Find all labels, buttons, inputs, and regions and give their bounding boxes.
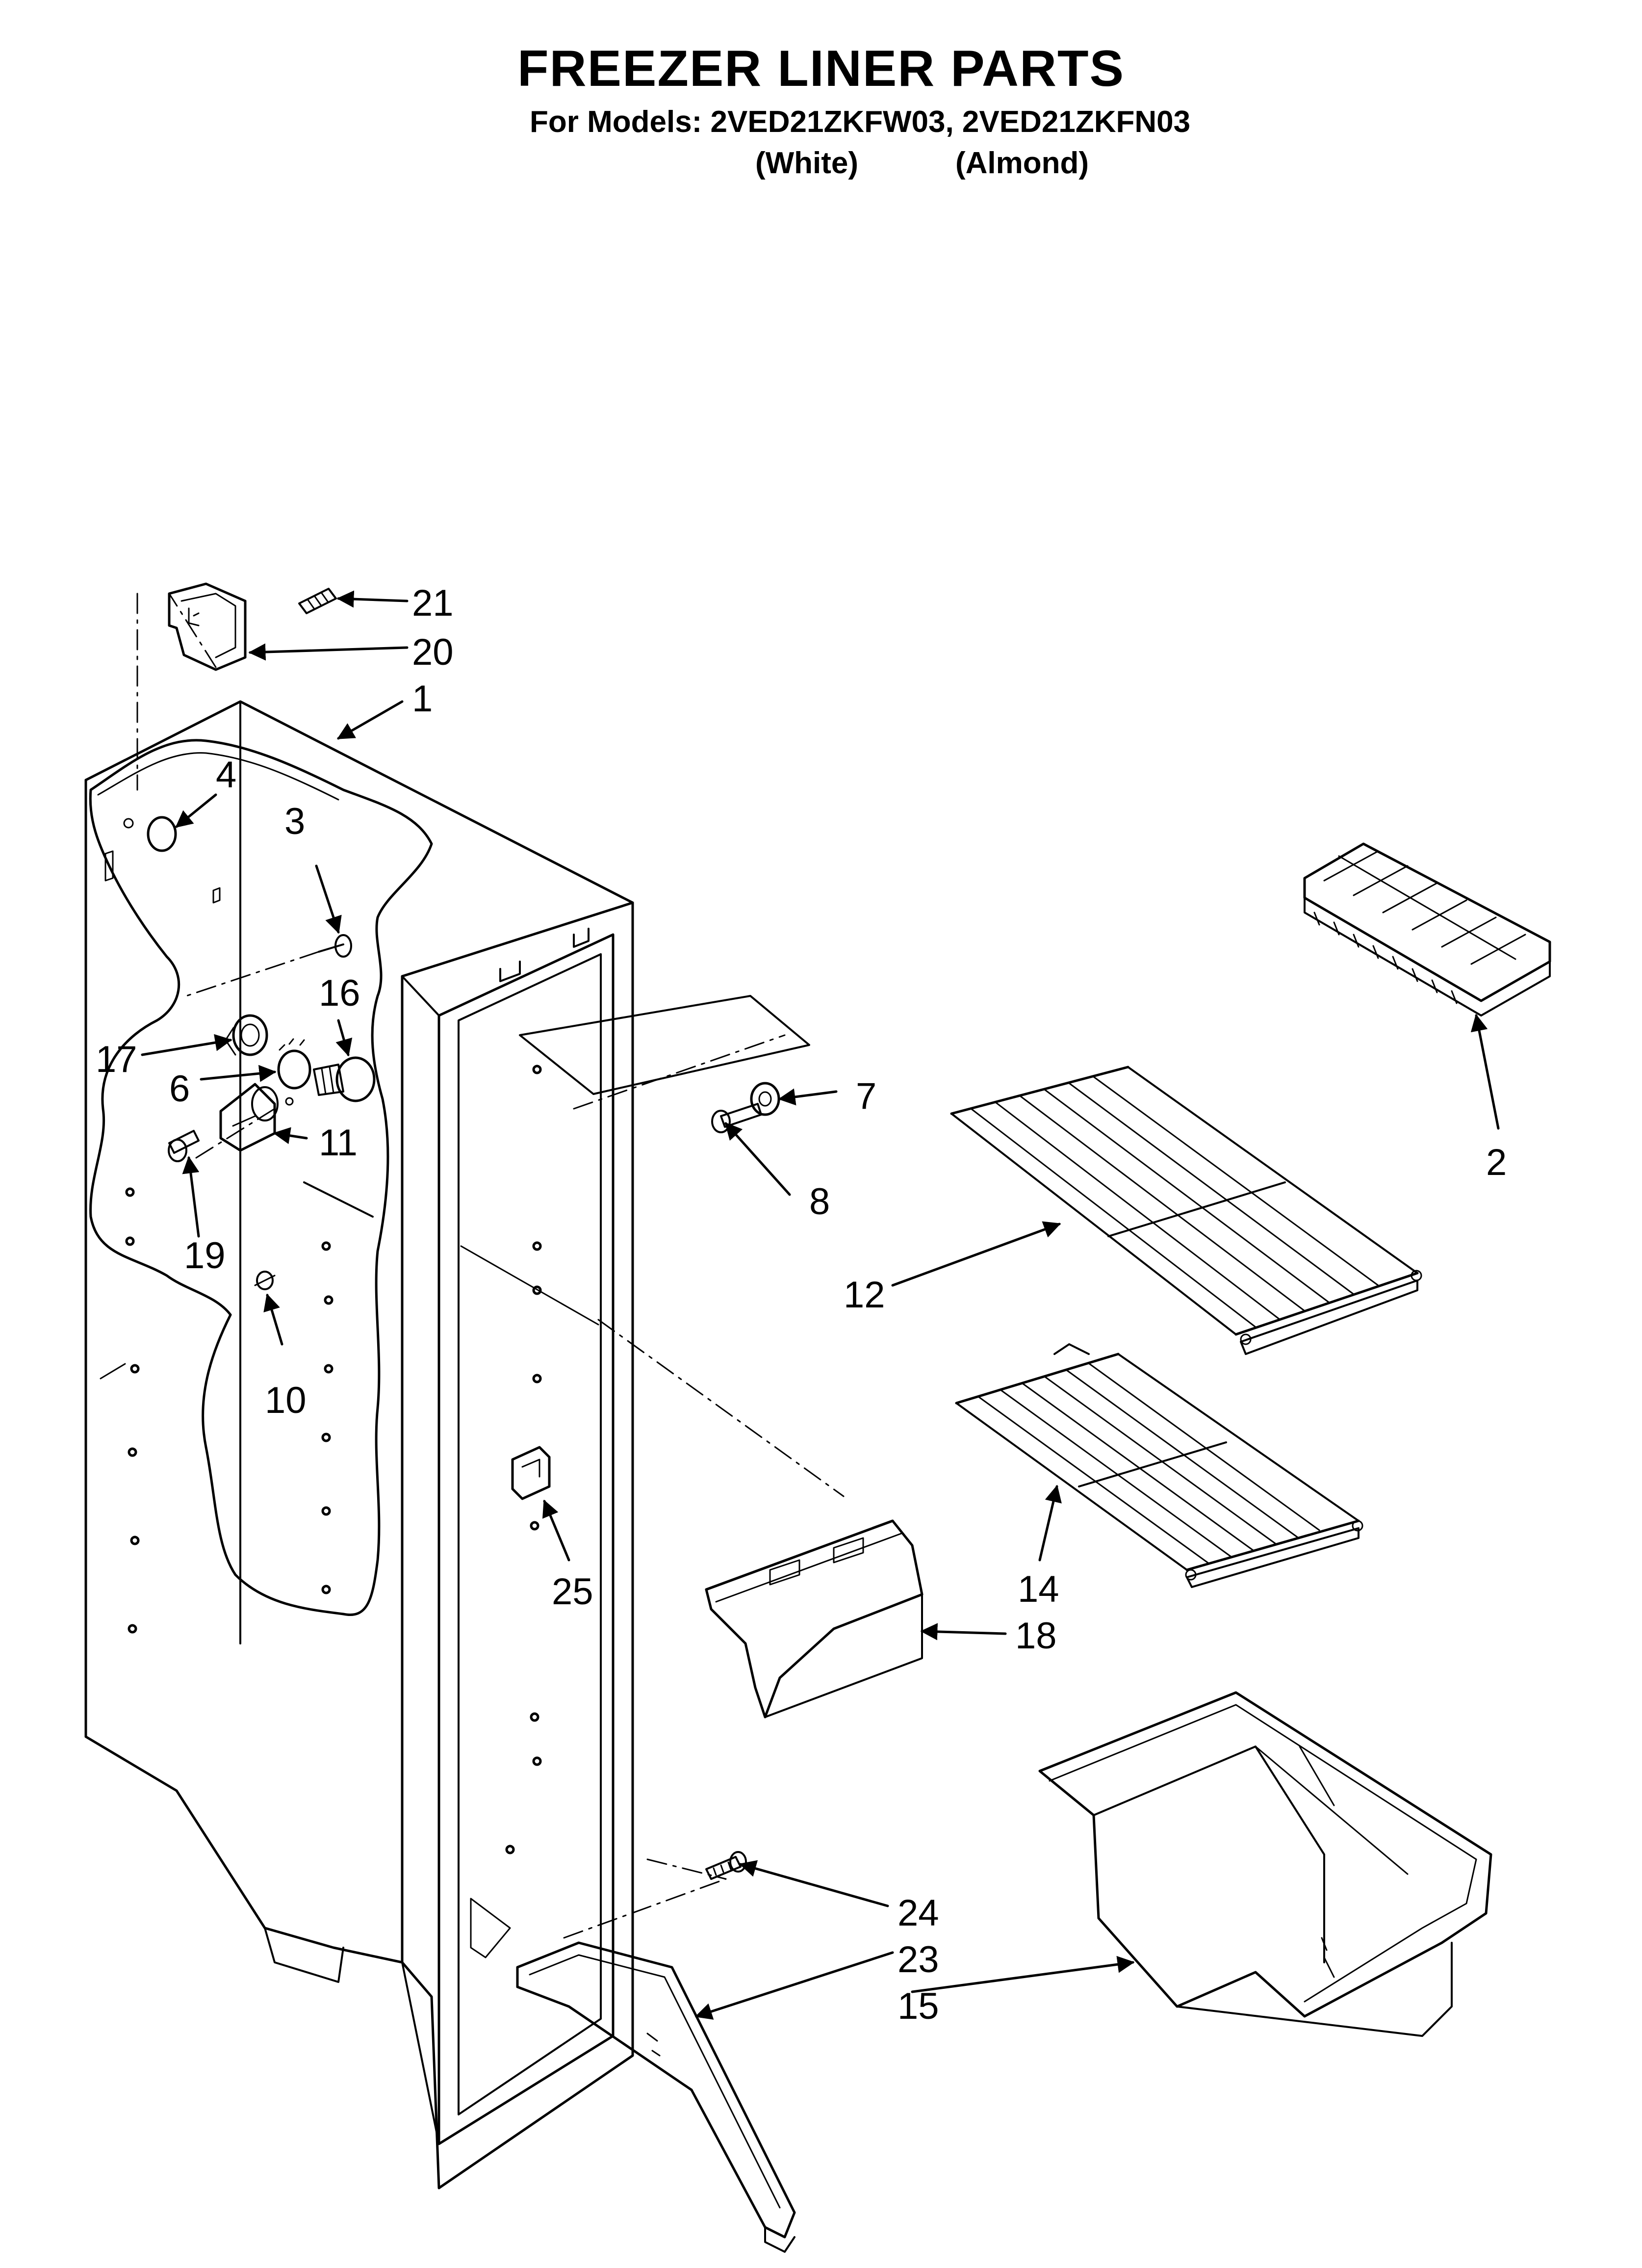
bottom-rail-23 [516,1941,796,2253]
lamp-socket-17 [225,1014,268,1056]
leader-lines [141,590,1500,2020]
callout-6: 6 [169,1068,190,1110]
callout-4: 4 [216,754,236,796]
callout-15: 15 [898,1985,939,2027]
wire-shelf-12 [950,1066,1422,1355]
color-label-almond: (Almond) [955,146,1089,180]
callout-16: 16 [319,972,360,1014]
callout-18: 18 [1015,1615,1057,1657]
screw-8 [711,1103,762,1133]
freezer-bin-15 [1038,1691,1492,2037]
header: FREEZER LINER PARTS For Models: 2VED21ZK… [0,0,1642,196]
alignment-lines [136,593,845,1939]
callout-20: 20 [412,631,454,673]
ice-tray-2 [1303,842,1551,1017]
callout-10: 10 [265,1380,307,1421]
callout-19: 19 [184,1235,226,1277]
callout-14: 14 [1018,1568,1059,1610]
screw-19 [168,1130,200,1162]
callout-25: 25 [552,1571,593,1613]
callout-2: 2 [1486,1142,1507,1183]
callout-1: 1 [412,678,433,720]
callout-23: 23 [898,1939,939,1981]
models-line: For Models: 2VED21ZKFW03, 2VED21ZKFN03 [530,105,1191,139]
page-title: FREEZER LINER PARTS [517,40,1125,97]
plug-4 [123,816,177,852]
control-housing-20 [168,582,247,671]
callout-24: 24 [898,1892,939,1934]
callout-11: 11 [319,1122,358,1164]
wire-shelf-14 [955,1343,1363,1588]
callout-labels: 21 20 1 4 3 16 17 6 11 19 10 7 8 2 12 14… [96,582,1507,2027]
screw-10 [254,1271,276,1290]
shelf-support-7 [519,995,810,1116]
callout-12: 12 [844,1274,885,1316]
clip-25 [511,1446,551,1500]
shelf-bracket-18 [705,1519,924,1719]
callout-3: 3 [284,801,305,842]
light-shield-6 [277,1038,311,1090]
callout-21: 21 [412,582,454,624]
screw-24 [705,1851,747,1880]
callout-7: 7 [856,1075,876,1117]
color-label-white: (White) [755,146,859,180]
screw-21 [298,588,337,614]
callout-8: 8 [809,1181,830,1223]
light-bulb-16 [313,1056,376,1102]
callout-17: 17 [96,1039,137,1080]
screw-3 [318,934,352,958]
lamp-socket-housing-11 [219,1083,294,1152]
freezer-liner-cabinet [84,700,634,2190]
